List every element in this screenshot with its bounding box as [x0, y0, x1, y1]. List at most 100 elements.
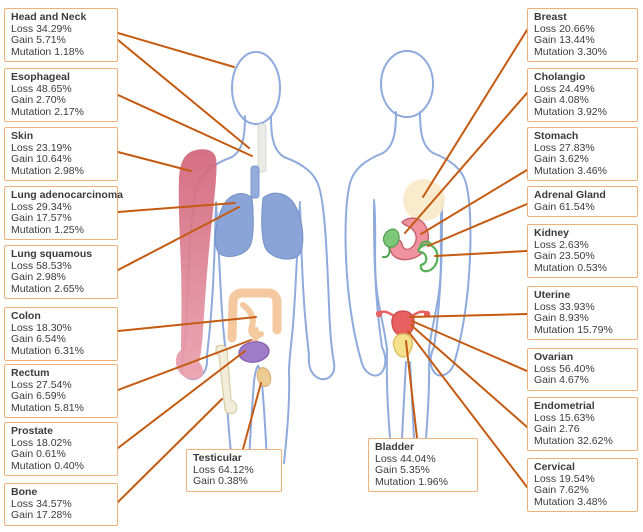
label-box-testicular: Testicular Loss 64.12% Gain 0.38%	[186, 449, 282, 492]
connector-adrenal-gland	[427, 203, 528, 247]
gain-stat: Gain 4.08%	[534, 94, 589, 106]
cancer-type-title: Uterine	[534, 289, 571, 301]
connector-endometrial	[410, 324, 528, 428]
label-box-cervical: Cervical Loss 19.54% Gain 7.62% Mutation…	[527, 458, 638, 512]
left-lung-shape	[214, 193, 254, 258]
connector-testicular	[242, 382, 262, 450]
label-box-ovarian: Ovarian Loss 56.40% Gain 4.67%	[527, 348, 638, 391]
connector-bone	[117, 398, 223, 503]
connector-esophageal	[117, 94, 253, 157]
female-torso-right	[428, 199, 443, 351]
mutation-stat: Mutation 1.18%	[11, 45, 84, 58]
label-box-uterine: Uterine Loss 33.93% Gain 8.93% Mutation …	[527, 286, 638, 340]
male-right-leg-outer	[283, 371, 291, 464]
connector-breast	[422, 29, 528, 198]
mutation-stat: Mutation 1.96%	[375, 475, 448, 488]
loss-stat: Loss 18.02%	[11, 436, 72, 449]
connector-colon	[117, 316, 257, 332]
cancer-type-title: Lung adenocarcinoma	[11, 189, 124, 201]
gain-stat: Gain 61.54%	[534, 200, 595, 213]
cancer-type-title: Adrenal Gland	[534, 189, 606, 201]
cancer-type-title: Cholangio	[534, 71, 586, 83]
cancer-type-title: Bone	[11, 486, 38, 498]
female-torso-left	[373, 199, 388, 351]
cancer-type-title: Skin	[11, 130, 34, 142]
connector-cervical	[407, 330, 528, 488]
trachea-shape	[250, 165, 260, 199]
gain-stat: Gain 13.44%	[534, 34, 595, 46]
loss-stat: Loss 19.54%	[534, 472, 595, 485]
cancer-type-title: Ovarian	[534, 351, 574, 363]
loss-stat: Loss 23.19%	[11, 141, 72, 154]
female-neck-left	[382, 111, 397, 154]
female-head	[380, 50, 434, 118]
cancer-type-title: Esophageal	[11, 71, 70, 83]
bladder-shape	[392, 333, 414, 358]
mutation-stat: Mutation 2.65%	[11, 282, 84, 295]
prostate-shape	[238, 341, 270, 363]
label-box-bone: Bone Loss 34.57% Gain 17.28%	[4, 483, 118, 526]
loss-stat: Loss 15.63%	[534, 411, 595, 424]
gain-stat: Gain 5.71%	[11, 34, 66, 46]
gain-stat: Gain 2.70%	[11, 94, 66, 106]
loss-stat: Loss 58.53%	[11, 259, 72, 272]
label-box-kidney: Kidney Loss 2.63% Gain 23.50% Mutation 0…	[527, 224, 638, 278]
gain-stat: Gain 7.62%	[534, 484, 589, 496]
female-left-arm	[344, 152, 387, 377]
loss-stat: Loss 24.49%	[534, 82, 595, 95]
loss-stat: Loss 27.83%	[534, 141, 595, 154]
loss-stat: Loss 56.40%	[534, 362, 595, 375]
breast-shape	[403, 179, 445, 221]
kidney-shape	[417, 243, 439, 273]
gallbladder-cholangio-shape	[382, 228, 400, 248]
loss-stat: Loss 20.66%	[534, 22, 595, 35]
cancer-type-title: Bladder	[375, 441, 415, 453]
connector-head-and-neck-head	[117, 32, 235, 68]
femur-bone-shape	[215, 344, 238, 415]
label-box-prostate: Prostate Loss 18.02% Gain 0.61% Mutation…	[4, 422, 118, 476]
label-box-lung-squamous: Lung squamous Loss 58.53% Gain 2.98% Mut…	[4, 245, 118, 299]
loss-stat: Loss 27.54%	[11, 378, 72, 391]
gain-stat: Gain 17.57%	[11, 212, 72, 224]
loss-stat: Loss 33.93%	[534, 300, 595, 313]
gain-stat: Gain 10.64%	[11, 153, 72, 165]
label-box-colon: Colon Loss 18.30% Gain 6.54% Mutation 6.…	[4, 307, 118, 361]
male-neck-right	[270, 115, 285, 158]
connector-prostate	[117, 350, 246, 449]
cancer-type-title: Kidney	[534, 227, 570, 239]
label-box-endometrial: Endometrial Loss 15.63% Gain 2.76 Mutati…	[527, 397, 638, 451]
mutation-stat: Mutation 3.30%	[534, 45, 607, 58]
gain-stat: Gain 8.93%	[534, 312, 589, 324]
cancer-type-title: Head and Neck	[11, 11, 87, 23]
loss-stat: Loss 2.63%	[534, 238, 589, 251]
connector-skin	[117, 151, 192, 172]
cancer-type-title: Lung squamous	[11, 248, 93, 260]
gain-stat: Gain 2.76	[534, 423, 580, 435]
label-box-bladder: Bladder Loss 44.04% Gain 5.35% Mutation …	[368, 438, 478, 492]
male-right-arm	[283, 156, 336, 381]
connector-uterine	[409, 313, 528, 318]
gain-stat: Gain 3.62%	[534, 153, 589, 165]
mutation-stat: Mutation 0.53%	[534, 261, 607, 274]
gain-stat: Gain 5.35%	[375, 464, 430, 476]
cancer-type-title: Colon	[11, 310, 41, 322]
label-box-breast: Breast Loss 20.66% Gain 13.44% Mutation …	[527, 8, 638, 62]
label-box-skin: Skin Loss 23.19% Gain 10.64% Mutation 2.…	[4, 127, 118, 181]
mutation-stat: Mutation 32.62%	[534, 434, 613, 447]
label-box-stomach: Stomach Loss 27.83% Gain 3.62% Mutation …	[527, 127, 638, 181]
cancer-type-title: Breast	[534, 11, 567, 23]
gain-stat: Gain 0.38%	[193, 475, 248, 487]
label-box-esophageal: Esophageal Loss 48.65% Gain 2.70% Mutati…	[4, 68, 118, 122]
mutation-stat: Mutation 2.98%	[11, 164, 84, 177]
mutation-stat: Mutation 0.40%	[11, 459, 84, 472]
mutation-stat: Mutation 15.79%	[534, 323, 613, 336]
adrenal-gland-shape	[419, 240, 432, 247]
loss-stat: Loss 18.30%	[11, 321, 72, 334]
skin-arm-shape	[175, 149, 217, 380]
label-box-rectum: Rectum Loss 27.54% Gain 6.59% Mutation 5…	[4, 364, 118, 418]
uterus-shape	[375, 310, 431, 337]
male-neck-left	[231, 115, 246, 158]
loss-stat: Loss 34.57%	[11, 497, 72, 510]
